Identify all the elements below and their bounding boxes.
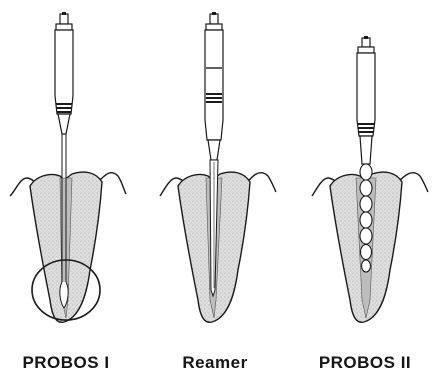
reamer-panel [160, 12, 276, 322]
probos-one-label: PROBOS I [2, 350, 130, 376]
probos-two-panel [312, 36, 428, 322]
instrument-handle [55, 12, 73, 134]
instrument-handle [205, 12, 223, 160]
probos-two-label: PROBOS II [300, 350, 430, 376]
reamer-label: Reamer [156, 350, 274, 376]
probos-one-panel [10, 12, 126, 322]
instrument-handle [357, 36, 375, 164]
